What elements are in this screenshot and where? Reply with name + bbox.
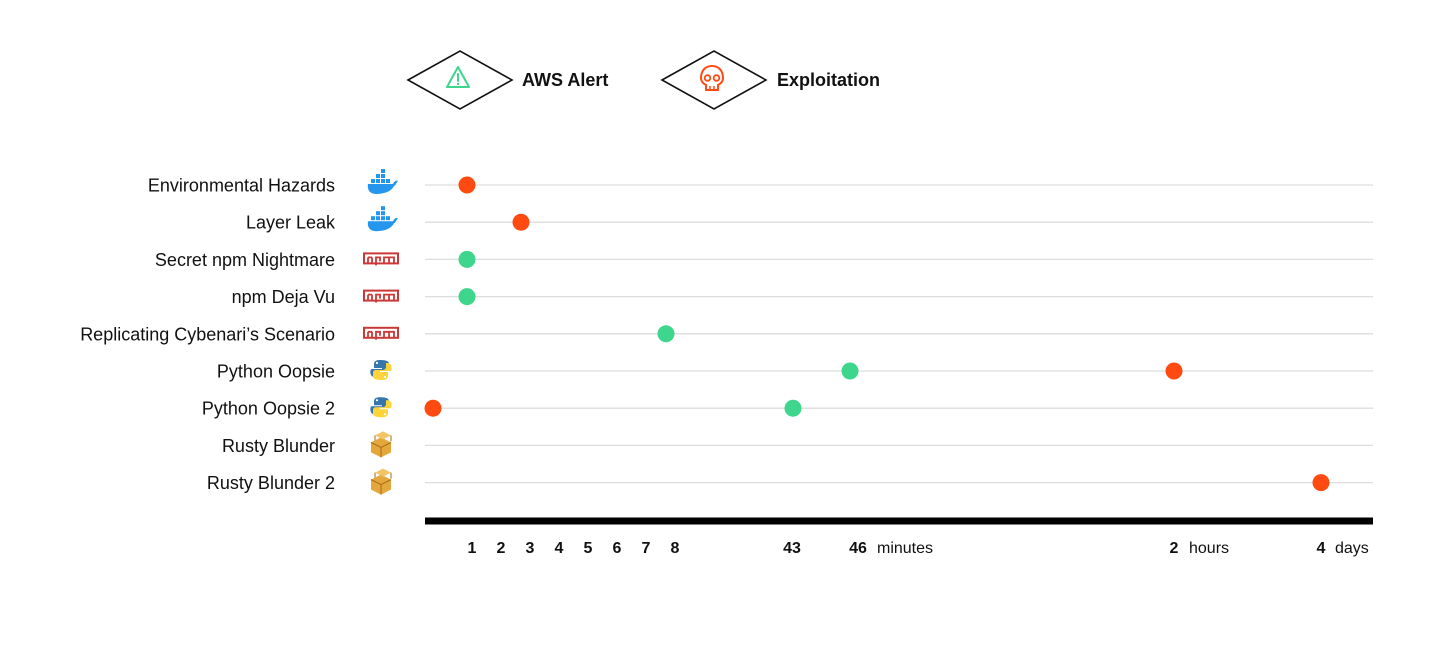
aws-alert-point <box>657 325 675 343</box>
python-icon <box>370 360 392 380</box>
exploitation-point <box>1312 474 1330 492</box>
tick-label: 2 <box>1170 540 1179 557</box>
aws-alert-point <box>458 250 476 268</box>
legend-item-exploitation: Exploitation <box>660 50 880 110</box>
row-label: Python Oopsie <box>217 362 335 382</box>
legend-label: Exploitation <box>777 70 880 90</box>
legend-label: AWS Alert <box>522 70 608 90</box>
legend-diamond <box>406 50 514 110</box>
tick-label: 1 <box>468 540 477 557</box>
crate-icon <box>370 431 392 458</box>
row-label: npm Deja Vu <box>232 287 335 307</box>
npm-icon <box>363 252 399 266</box>
python-icon <box>370 397 392 418</box>
row-label: Environmental Hazards <box>148 176 335 196</box>
tick-label: 3 <box>526 540 535 557</box>
tick-label: 6 <box>613 540 622 557</box>
tick-unit-label: minutes <box>877 540 933 557</box>
row-label: Python Oopsie 2 <box>202 399 335 419</box>
tick-label: 8 <box>671 540 680 557</box>
aws-alert-point <box>458 288 476 306</box>
tick-label: 7 <box>642 540 651 557</box>
crate-icon <box>370 468 392 495</box>
exploitation-point <box>512 213 530 231</box>
tick-label: 4 <box>555 540 564 557</box>
tick-unit-label: hours <box>1189 540 1229 557</box>
row-label: Layer Leak <box>246 213 336 233</box>
row-label: Rusty Blunder <box>222 436 335 456</box>
tick-label: 5 <box>584 540 593 557</box>
docker-icon <box>367 206 398 232</box>
npm-icon <box>363 326 399 340</box>
exploitation-point <box>458 176 476 194</box>
warning-icon <box>446 66 470 88</box>
npm-icon <box>363 289 399 303</box>
tick-label: 43 <box>783 540 801 557</box>
time-axis <box>425 517 1373 525</box>
aws-alert-point <box>784 399 802 417</box>
legend-item-aws-alert: AWS Alert <box>406 50 608 110</box>
exploitation-point <box>1165 362 1183 380</box>
row-label: Rusty Blunder 2 <box>207 473 335 493</box>
tick-label: 2 <box>497 540 506 557</box>
legend-diamond <box>660 50 768 110</box>
tick-unit-label: days <box>1335 540 1369 557</box>
skull-icon <box>699 64 725 91</box>
row-label: Replicating Cybenari’s Scenario <box>80 324 335 344</box>
exploitation-point <box>424 399 442 417</box>
row-label: Secret npm Nightmare <box>155 250 335 270</box>
tick-label: 4 <box>1317 540 1326 557</box>
tick-label: 46 <box>849 540 867 557</box>
docker-icon <box>367 169 398 194</box>
aws-alert-point <box>841 362 859 380</box>
